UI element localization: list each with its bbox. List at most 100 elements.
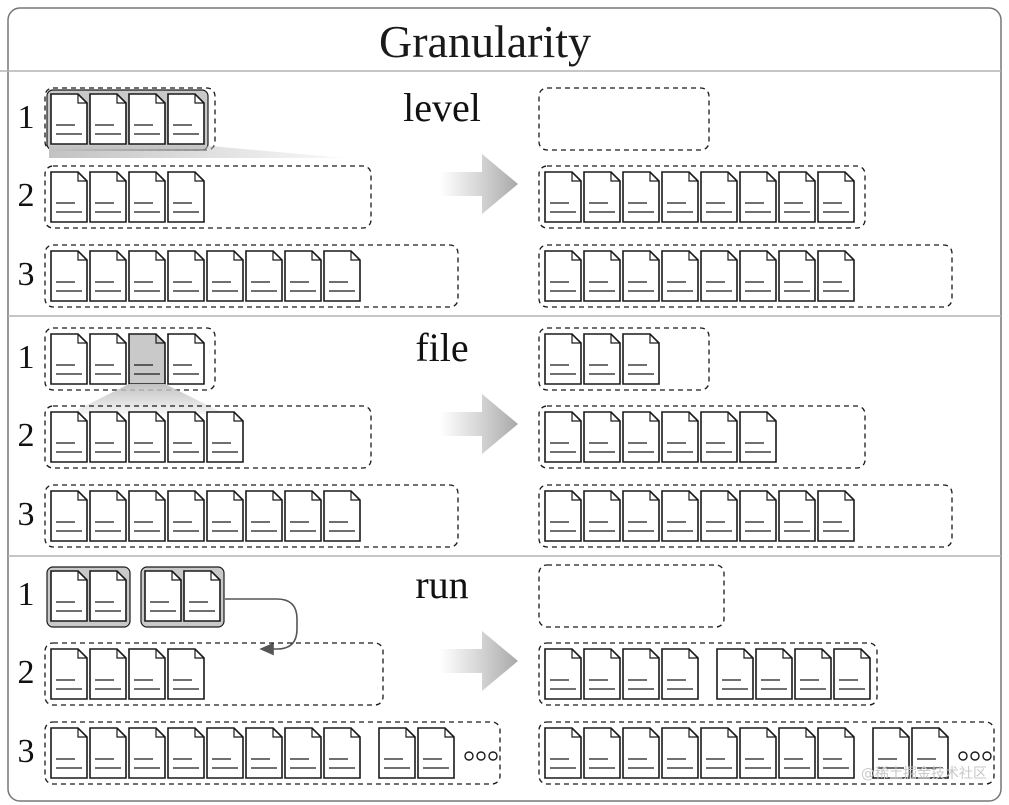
document-fold bbox=[805, 251, 815, 261]
document-icon bbox=[544, 490, 582, 542]
document-body bbox=[128, 250, 166, 302]
document-fold bbox=[571, 334, 581, 344]
document-icon bbox=[778, 727, 816, 779]
document-icon bbox=[245, 490, 283, 542]
level-container bbox=[538, 244, 953, 308]
document-icon bbox=[817, 250, 855, 302]
ellipsis-icon bbox=[464, 751, 498, 761]
document-icon bbox=[128, 171, 166, 223]
ellipsis-dot bbox=[982, 751, 992, 761]
document-body bbox=[794, 648, 832, 700]
document-icon bbox=[167, 171, 205, 223]
document-icon bbox=[778, 171, 816, 223]
document-fold bbox=[77, 94, 87, 104]
document-icon bbox=[544, 411, 582, 463]
document-icon bbox=[206, 490, 244, 542]
document-icon bbox=[544, 727, 582, 779]
document-fold bbox=[688, 728, 698, 738]
document-body bbox=[284, 490, 322, 542]
document-icon bbox=[89, 333, 127, 385]
document-fold bbox=[571, 172, 581, 182]
level-number: 3 bbox=[18, 256, 35, 293]
document-fold bbox=[233, 251, 243, 261]
document-body bbox=[89, 93, 127, 145]
level-container bbox=[44, 405, 372, 469]
document-fold bbox=[116, 251, 126, 261]
document-body bbox=[583, 250, 621, 302]
document-icon bbox=[167, 490, 205, 542]
level-number: 1 bbox=[18, 99, 35, 136]
document-body bbox=[144, 570, 182, 622]
document-body bbox=[50, 648, 88, 700]
document-fold bbox=[727, 251, 737, 261]
document-fold bbox=[571, 649, 581, 659]
document-fold bbox=[899, 728, 909, 738]
document-icon bbox=[700, 727, 738, 779]
document-icon bbox=[833, 648, 871, 700]
document-fold bbox=[688, 649, 698, 659]
document-fold bbox=[649, 728, 659, 738]
document-fold bbox=[116, 728, 126, 738]
document-icon bbox=[739, 727, 777, 779]
document-body bbox=[700, 250, 738, 302]
right-arrow-icon bbox=[440, 631, 518, 691]
document-icon bbox=[128, 727, 166, 779]
document-fold bbox=[155, 728, 165, 738]
document-fold bbox=[194, 172, 204, 182]
document-body bbox=[50, 333, 88, 385]
level-number: 3 bbox=[18, 496, 35, 533]
document-fold bbox=[77, 649, 87, 659]
document-body bbox=[128, 648, 166, 700]
document-body bbox=[245, 490, 283, 542]
document-icon bbox=[128, 411, 166, 463]
section-label: run bbox=[415, 562, 468, 607]
level-number: 2 bbox=[18, 417, 35, 454]
document-body bbox=[583, 727, 621, 779]
document-body bbox=[89, 171, 127, 223]
document-fold bbox=[610, 728, 620, 738]
document-fold bbox=[155, 251, 165, 261]
document-icon bbox=[872, 727, 910, 779]
document-fold bbox=[77, 172, 87, 182]
document-icon bbox=[50, 93, 88, 145]
document-body bbox=[700, 727, 738, 779]
document-body bbox=[739, 727, 777, 779]
document-fold bbox=[844, 728, 854, 738]
document-fold bbox=[610, 172, 620, 182]
document-body bbox=[716, 648, 754, 700]
document-body bbox=[583, 171, 621, 223]
document-icon bbox=[622, 727, 660, 779]
document-icon bbox=[50, 333, 88, 385]
document-fold bbox=[171, 571, 181, 581]
document-icon bbox=[128, 648, 166, 700]
document-body bbox=[583, 648, 621, 700]
level-number: 1 bbox=[18, 339, 35, 376]
document-body bbox=[378, 727, 416, 779]
document-icon bbox=[50, 171, 88, 223]
document-icon bbox=[661, 490, 699, 542]
document-icon bbox=[323, 250, 361, 302]
document-icon bbox=[622, 411, 660, 463]
document-fold bbox=[155, 649, 165, 659]
document-icon bbox=[544, 250, 582, 302]
document-icon bbox=[716, 648, 754, 700]
document-body bbox=[128, 171, 166, 223]
document-fold bbox=[155, 94, 165, 104]
document-body bbox=[167, 333, 205, 385]
document-fold bbox=[233, 491, 243, 501]
document-icon bbox=[583, 171, 621, 223]
document-body bbox=[700, 490, 738, 542]
document-fold bbox=[688, 491, 698, 501]
document-body bbox=[661, 250, 699, 302]
section-label: level bbox=[403, 85, 481, 130]
document-icon bbox=[284, 250, 322, 302]
document-icon bbox=[755, 648, 793, 700]
document-fold bbox=[155, 172, 165, 182]
document-icon bbox=[583, 250, 621, 302]
document-icon bbox=[50, 250, 88, 302]
document-body bbox=[50, 727, 88, 779]
level-number: 2 bbox=[18, 654, 35, 691]
document-fold bbox=[311, 491, 321, 501]
document-body bbox=[817, 250, 855, 302]
document-fold bbox=[233, 412, 243, 422]
